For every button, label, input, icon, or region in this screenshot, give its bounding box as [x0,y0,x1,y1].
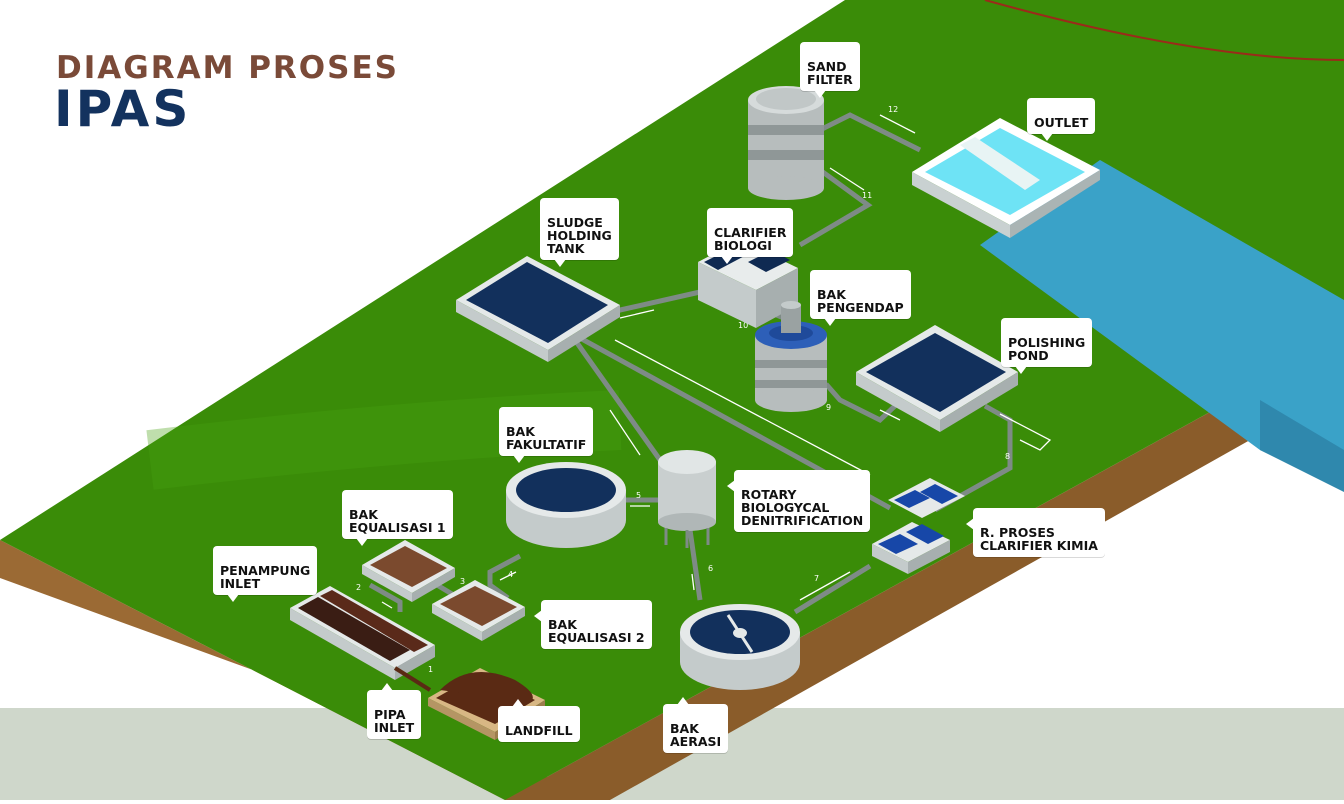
label-bak-equalisasi-1: BAK EQUALISASI 1 [342,490,453,546]
title-line-2: IPAS [54,80,192,138]
flow-number-11: 11 [862,191,872,200]
label-landfill: LANDFILL [498,699,580,742]
sludge-holding-tank [456,256,620,362]
label-bak-aerasi: BAK AERASI [663,697,729,753]
label-bak-equalisasi-2-text: BAK EQUALISASI 2 [548,617,645,645]
label-clarifier-biologi: CLARIFIER BIOLOGI [707,208,794,264]
label-pipa-inlet-text: PIPA INLET [374,707,415,735]
label-bak-fakultatif-text: BAK FAKULTATIF [506,424,587,452]
label-rotary: ROTARY BIOLOGYCAL DENITRIFICATION [727,470,871,532]
bak-equalisasi-1-tank [362,540,455,602]
label-sludge-holding-tank: SLUDGE HOLDING TANK [540,198,619,267]
flow-number-9: 9 [826,403,831,412]
flow-number-1: 1 [428,665,433,674]
label-r-proses-clarifier-kimia: R. PROSES CLARIFIER KIMIA [966,508,1105,557]
flow-number-2: 2 [356,583,361,592]
flow-number-6: 6 [708,564,713,573]
label-outlet-text: OUTLET [1034,115,1089,130]
label-landfill-text: LANDFILL [505,723,573,738]
label-bak-fakultatif: BAK FAKULTATIF [499,407,594,463]
penampung-inlet-tank [290,586,435,680]
label-penampung-inlet-text: PENAMPUNG INLET [220,563,311,591]
river [980,160,1344,490]
flow-number-5: 5 [636,491,641,500]
rotary-biological-denitrification-tank [658,450,716,548]
polishing-pond-tank [856,325,1018,432]
flow-number-12: 12 [888,105,898,114]
label-sand-filter: SAND FILTER [800,42,860,98]
label-bak-equalisasi-2: BAK EQUALISASI 2 [534,600,652,649]
outlet-structure [912,118,1100,238]
flow-number-labels: 1 2 3 4 5 6 7 8 9 10 11 12 [356,105,1010,674]
label-clarifier-biologi-text: CLARIFIER BIOLOGI [714,225,787,253]
label-sand-filter-text: SAND FILTER [807,59,853,87]
label-sludge-holding-tank-text: SLUDGE HOLDING TANK [547,215,612,256]
label-rotary-text: ROTARY BIOLOGYCAL DENITRIFICATION [741,487,864,528]
flow-number-4: 4 [508,570,513,579]
title-line-1: DIAGRAM PROSES [56,50,399,86]
label-bak-equalisasi-1-text: BAK EQUALISASI 1 [349,507,446,535]
label-r-proses-clarifier-kimia-text: R. PROSES CLARIFIER KIMIA [980,525,1098,553]
label-polishing-pond-text: POLISHING POND [1008,335,1086,363]
label-outlet: OUTLET [1027,98,1096,141]
bak-equalisasi-2-tank [432,580,525,641]
flow-arrows [381,114,1052,659]
label-polishing-pond: POLISHING POND [1001,318,1093,374]
flow-number-7: 7 [814,574,819,583]
label-bak-pengendap: BAK PENGENDAP [810,270,911,326]
flow-number-10: 10 [738,321,748,330]
label-bak-aerasi-text: BAK AERASI [670,721,722,749]
bak-pengendap-tank [755,301,827,412]
label-pipa-inlet: PIPA INLET [367,683,422,739]
flow-number-8: 8 [1005,452,1010,461]
bak-aerasi-tank [680,604,800,690]
flow-number-3: 3 [460,577,465,586]
sand-filter-tank [748,86,824,200]
bak-fakultatif-tank [506,462,626,548]
label-bak-pengendap-text: BAK PENGENDAP [817,287,904,315]
r-proses-clarifier-kimia-tank [872,478,965,574]
label-penampung-inlet: PENAMPUNG INLET [213,546,318,602]
